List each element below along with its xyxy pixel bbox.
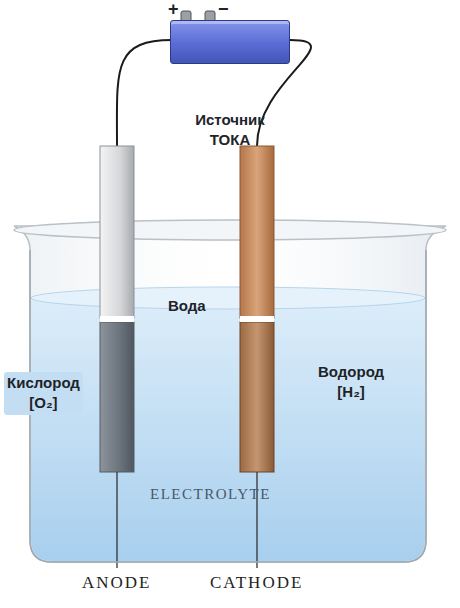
electrode-label: ANODE (82, 572, 152, 595)
electrolyte-label: ELECTROLYTE (150, 484, 271, 504)
water-surface (31, 287, 425, 309)
battery-body (170, 20, 290, 64)
water-label: Вода (168, 296, 206, 316)
wire (117, 40, 172, 146)
source-label: Источник ТОКА (195, 110, 265, 149)
anode-plate (100, 146, 134, 318)
electrode-label: CATHODE (210, 572, 303, 595)
gas-label: Кислород [O₂] (4, 372, 83, 415)
beaker-outline (30, 250, 426, 562)
water-line (240, 316, 274, 322)
cathode-plate (240, 322, 274, 472)
electrolyte-water (31, 298, 425, 561)
polarity-sign: + (168, 0, 179, 21)
polarity-sign: − (218, 0, 229, 21)
beaker-rim (14, 220, 446, 240)
power-source: Источник ТОКА (150, 20, 310, 149)
cathode-plate (240, 146, 274, 318)
anode-plate (100, 322, 134, 472)
gas-label: Водород [H₂] (318, 362, 384, 403)
water-line (100, 316, 134, 322)
leader-line (116, 472, 117, 568)
